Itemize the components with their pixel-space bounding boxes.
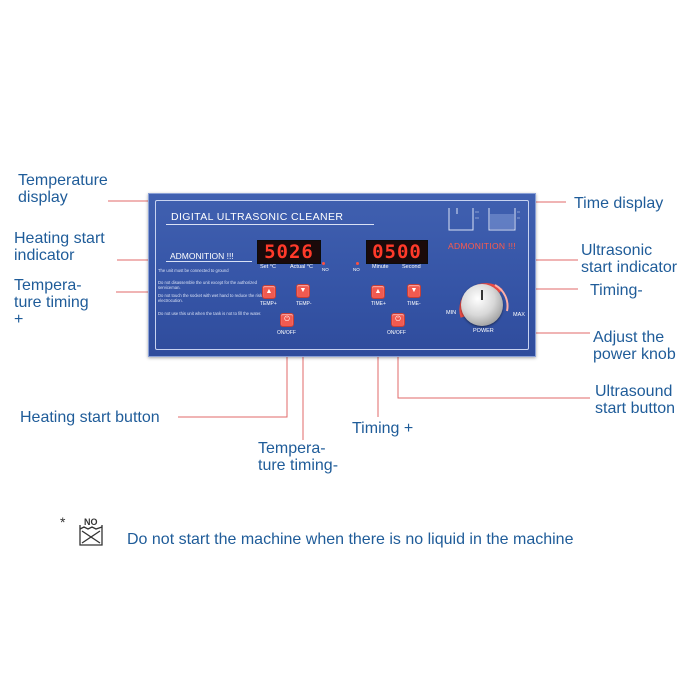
callout-text-line: Heating start: [14, 230, 105, 247]
knob-power-label: POWER: [473, 328, 494, 334]
callout-text-line: ture timing: [14, 294, 89, 311]
ultra-onoff-label: ON/OFF: [387, 330, 406, 336]
ultrasonic-start-indicator-led: [356, 262, 359, 265]
callout-line: Tempera-ture timing-: [258, 440, 338, 474]
warning-text-4: Do not use this unit when the tank is no…: [158, 311, 262, 316]
time-display: 0500: [366, 240, 428, 264]
callout-text-line: start indicator: [581, 259, 678, 276]
callout-text-line: Timing +: [352, 420, 414, 437]
panel-title-underline: [166, 224, 374, 225]
callout-line: Timing-: [590, 282, 643, 299]
arrow-up-icon: ▲: [265, 288, 273, 295]
time-second-label: Second: [402, 264, 421, 270]
callout-line: Time display: [574, 195, 663, 212]
temp-plus-label: TEMP+: [260, 301, 277, 307]
warning-text-2: Do not disassemble the unit except for t…: [158, 280, 257, 290]
callout-text-line: indicator: [14, 247, 75, 264]
callout-text-line: ture timing-: [258, 457, 339, 474]
knob-min-label: MIN: [446, 310, 457, 316]
temp-plus-button[interactable]: ▲: [263, 286, 275, 298]
time-minus-button[interactable]: ▼: [408, 285, 420, 297]
no-liquid-icon-label: NO: [84, 517, 98, 527]
time-minus-label: TIME-: [407, 301, 421, 307]
arrow-down-icon: ▼: [410, 287, 418, 294]
warning-text-1: The unit must be connected to ground: [158, 268, 229, 273]
heating-onoff-label: ON/OFF: [277, 330, 296, 336]
power-icon: ⏻: [395, 316, 401, 323]
callout-text-line: Adjust the: [593, 329, 665, 346]
temp-set-label: Set °C: [260, 264, 276, 270]
time-plus-label: TIME+: [371, 301, 386, 307]
callout-text-line: Ultrasonic: [581, 242, 653, 259]
callout-line: Timing +: [352, 420, 413, 437]
callout-text-line: Timing-: [590, 282, 643, 299]
heating-indicator-label: NO: [322, 267, 329, 272]
time-minute-label: Minute: [372, 264, 389, 270]
callout-text-line: display: [18, 189, 68, 206]
heating-start-indicator-led: [322, 262, 325, 265]
admonition-underline: [166, 261, 252, 262]
callout-time-display: Time display: [574, 195, 663, 212]
temperature-display: 5026: [257, 240, 321, 264]
callout-text-line: Temperature: [18, 172, 108, 189]
admonition-right: ADMONITION !!!: [448, 241, 516, 251]
panel-title: DIGITAL ULTRASONIC CLEANER: [171, 211, 344, 223]
temp-minus-button[interactable]: ▼: [297, 285, 309, 297]
callout-temperature-timing-minus: Tempera-ture timing-: [258, 440, 338, 474]
arrow-down-icon: ▼: [299, 287, 307, 294]
svg-text:*: *: [60, 515, 66, 530]
callout-text-line: Time display: [574, 195, 664, 212]
heating-start-button[interactable]: ⏻: [281, 314, 293, 326]
no-liquid-warning: Do not start the machine when there is n…: [127, 531, 574, 548]
callout-text-line: power knob: [593, 346, 676, 363]
callout-timing-plus: Timing +: [352, 420, 413, 437]
no-liquid-icon: *: [60, 515, 103, 546]
callout-line: Tempera-ture timing+: [14, 277, 89, 328]
temp-minus-label: TEMP-: [296, 301, 312, 307]
time-plus-button[interactable]: ▲: [372, 286, 384, 298]
temp-actual-label: Actual °C: [290, 264, 313, 270]
callout-text-line: Tempera-: [258, 440, 326, 457]
warning-text-3: Do not touch the socket with wet hand to…: [158, 293, 267, 303]
callout-text-line: Tempera-: [14, 277, 82, 294]
tank-level-icon: [448, 208, 520, 231]
callout-text-line: Ultrasound: [595, 383, 673, 400]
control-panel: [148, 193, 536, 357]
knob-pointer: [481, 290, 483, 300]
callout-temperature-timing-plus: Tempera-ture timing+: [14, 277, 89, 328]
admonition-left: ADMONITION !!!: [170, 251, 234, 261]
callout-text-line: +: [14, 311, 24, 328]
callout-line: Heating start button: [20, 409, 160, 426]
callout-timing-minus: Timing-: [590, 282, 643, 299]
callout-text-line: Heating start button: [20, 409, 160, 426]
leader-heating-start-button: [178, 328, 288, 418]
callout-text-line: start button: [595, 400, 676, 417]
ultrasound-start-button[interactable]: ⏻: [392, 314, 404, 326]
callout-heating-start-button: Heating start button: [20, 409, 160, 426]
arrow-up-icon: ▲: [374, 288, 382, 295]
power-icon: ⏻: [284, 316, 290, 323]
knob-max-label: MAX: [513, 312, 525, 318]
panel-border: [155, 200, 529, 350]
ultrasonic-indicator-label: NO: [353, 267, 360, 272]
